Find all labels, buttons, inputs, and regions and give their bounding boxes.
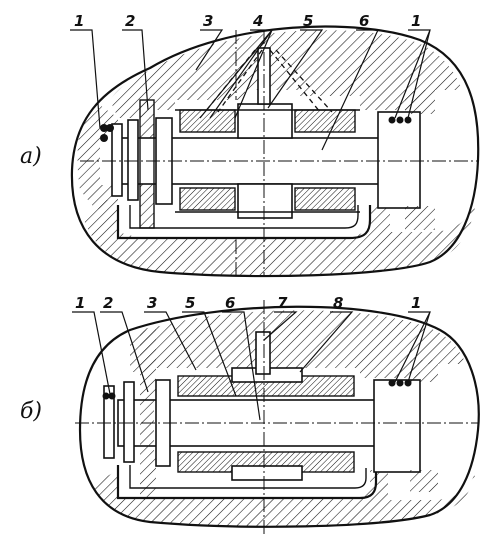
oil-passage-right2-a: [275, 49, 333, 113]
collar-left-a: [111, 123, 123, 197]
collar-mid-a: [127, 119, 139, 201]
o-rings-left-b: [102, 392, 116, 400]
callout-a-6: 6: [359, 12, 369, 30]
section-view-a: [70, 25, 480, 278]
callout-a-4: 4: [252, 12, 263, 30]
view-label-b: б): [20, 399, 42, 424]
bushing-bottom-left-a: [180, 188, 235, 210]
callout-b-5: 5: [185, 294, 195, 312]
callout-b-8: 8: [333, 294, 343, 312]
callout-labels-b: 1 2 3 5 6 7 8 1: [75, 294, 421, 312]
bushing-bottom-right-a: [295, 188, 355, 210]
leader-lines: [70, 29, 431, 421]
callout-a-2: 2: [125, 12, 135, 30]
callout-a-1-left: 1: [74, 12, 84, 30]
end-cap-right-a: [377, 111, 421, 209]
callout-b-1-right: 1: [411, 294, 421, 312]
hub-top-a: [237, 103, 293, 139]
sleeve-top-b: [178, 376, 354, 396]
thrust-washer-b: [140, 392, 154, 458]
oil-channel-inner-a: [129, 205, 359, 229]
housing-left-wall-b: [140, 326, 156, 392]
bushing-top-right-a: [295, 110, 355, 132]
housing-left-wall-lower-b: [140, 458, 156, 500]
section-view-b: [75, 300, 480, 535]
housing-upper-a: [110, 30, 462, 118]
hub-bottom-a: [237, 183, 293, 219]
o-rings-right-b: [388, 379, 412, 387]
bushing-top-left-a: [180, 110, 235, 132]
housing-upper-b: [130, 310, 466, 378]
cap-flange-bottom-a: [405, 206, 435, 230]
callout-b-7: 7: [277, 294, 288, 312]
thrust-washer-top-a: [140, 100, 154, 138]
oil-groove-bottom-b: [231, 465, 303, 481]
oil-channel-b: [116, 465, 378, 500]
callout-a-5: 5: [303, 12, 313, 30]
callout-b-6: 6: [225, 294, 235, 312]
callout-a-3: 3: [203, 12, 213, 30]
o-rings-right-a: [388, 116, 412, 124]
end-cap-right-b: [373, 379, 421, 473]
oil-passage-right-a: [269, 49, 321, 113]
callout-b-1-left: 1: [75, 294, 85, 312]
oil-passage-left2-a: [217, 49, 263, 113]
callout-b-2: 2: [103, 294, 113, 312]
o-rings-left-a: [100, 124, 114, 142]
callout-a-1-right: 1: [411, 12, 421, 30]
sleeve-bottom-b: [178, 452, 354, 472]
view-label-a: а): [20, 144, 42, 169]
callout-labels-a: 1 2 3 4 5 6 1: [74, 12, 421, 30]
thrust-washer-bottom-a: [140, 184, 154, 228]
oil-channel-a: [116, 205, 372, 240]
oil-feed-pipe-b: [255, 331, 271, 375]
callout-b-3: 3: [147, 294, 157, 312]
collar-mid-b: [123, 381, 135, 463]
